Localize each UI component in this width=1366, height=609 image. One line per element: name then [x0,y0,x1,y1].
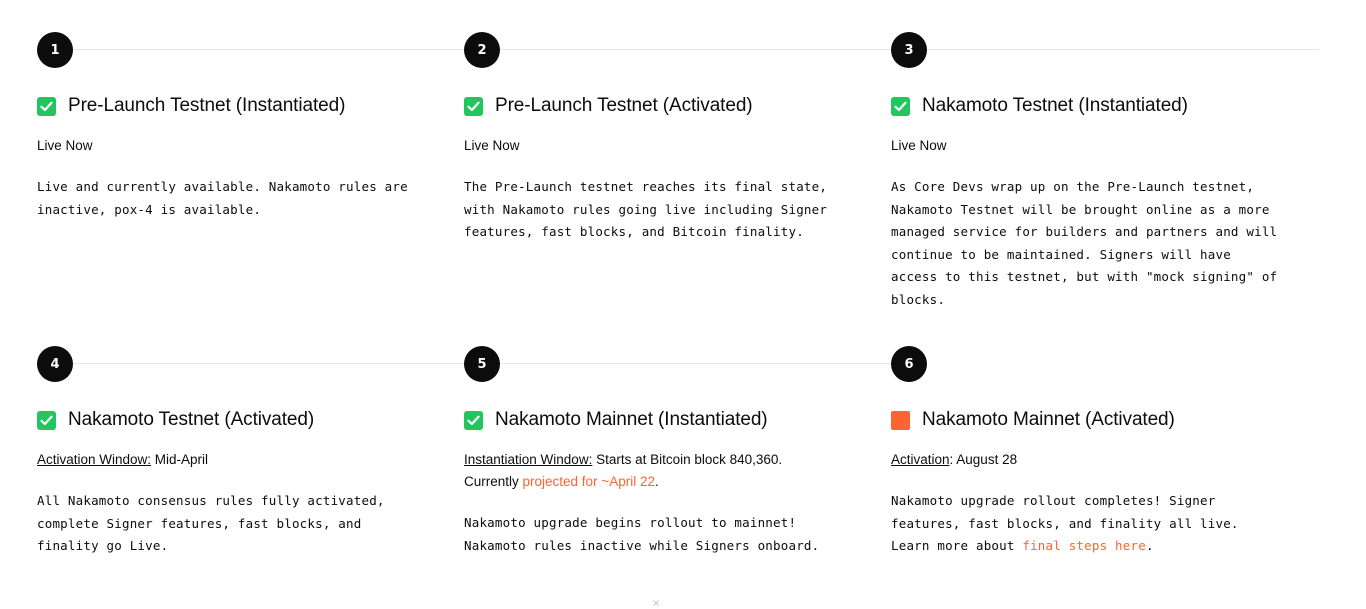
step-divider [927,363,1319,364]
window-value: Mid-April [151,452,209,467]
step-description: All Nakamoto consensus rules fully activ… [37,493,385,553]
step-number-badge: 2 [464,32,500,68]
description-text: Nakamoto upgrade rollout completes! Sign… [891,493,1239,553]
step-header: 5 [464,346,891,382]
checkmark-icon [37,410,56,430]
window-label: Activation [891,452,950,467]
status-text: Live Now [891,138,947,153]
square-icon [891,410,910,430]
step-header: 6 [891,346,1319,382]
roadmap-grid: 1 Pre-Launch Testnet (Instantiated) Live… [37,32,1319,596]
step-status: Live Now [37,135,407,157]
step-number-badge: 4 [37,346,73,382]
window-label: Activation Window: [37,452,152,467]
step-status: Live Now [891,135,1261,157]
step-title-row: Pre-Launch Testnet (Instantiated) [37,95,464,117]
status-text: Live Now [464,138,520,153]
projected-date-link[interactable]: projected for ~April 22 [522,474,655,489]
step-title-row: Nakamoto Mainnet (Activated) [891,409,1319,431]
window-value: Starts at Bitcoin block 840,360. Current… [464,452,783,489]
step-divider [500,363,891,364]
window-label: Instantiation Window: [464,452,593,467]
step-window: Activation Window: Mid-April [37,449,407,471]
checkmark-icon [891,96,910,116]
close-icon[interactable]: × [652,598,661,609]
step-header: 1 [37,32,464,68]
step-description: Nakamoto upgrade begins rollout to mainn… [464,515,820,553]
roadmap-step-6: 6 Nakamoto Mainnet (Activated) Activatio… [891,346,1319,596]
step-description: Nakamoto upgrade rollout completes! Sign… [891,490,1281,558]
step-window: Activation: August 28 [891,449,1261,471]
step-description: As Core Devs wrap up on the Pre-Launch t… [891,179,1278,307]
step-title-row: Pre-Launch Testnet (Activated) [464,95,891,117]
step-title: Nakamoto Mainnet (Activated) [922,409,1175,430]
status-text: Live Now [37,138,93,153]
step-number-badge: 1 [37,32,73,68]
step-divider [927,49,1319,50]
step-divider [73,363,464,364]
step-header: 3 [891,32,1319,68]
checkmark-icon [37,96,56,116]
step-title-row: Nakamoto Testnet (Instantiated) [891,95,1319,117]
step-number-badge: 5 [464,346,500,382]
step-title: Pre-Launch Testnet (Activated) [495,95,753,116]
roadmap-step-1: 1 Pre-Launch Testnet (Instantiated) Live… [37,32,464,346]
step-divider [73,49,464,50]
checkmark-icon [464,410,483,430]
step-window: Instantiation Window: Starts at Bitcoin … [464,449,834,493]
final-steps-link[interactable]: final steps here [1022,538,1146,553]
step-title: Nakamoto Testnet (Activated) [68,409,315,430]
step-title: Nakamoto Testnet (Instantiated) [922,95,1188,116]
step-number-badge: 6 [891,346,927,382]
step-description: Live and currently available. Nakamoto r… [37,179,408,217]
roadmap-step-4: 4 Nakamoto Testnet (Activated) Activatio… [37,346,464,596]
window-value: : August 28 [949,452,1018,467]
step-header: 4 [37,346,464,382]
roadmap-step-5: 5 Nakamoto Mainnet (Instantiated) Instan… [464,346,891,596]
step-number-badge: 3 [891,32,927,68]
step-header: 2 [464,32,891,68]
window-suffix: . [654,474,659,489]
roadmap-step-3: 3 Nakamoto Testnet (Instantiated) Live N… [891,32,1319,346]
step-status: Live Now [464,135,834,157]
step-title: Pre-Launch Testnet (Instantiated) [68,95,346,116]
roadmap-step-2: 2 Pre-Launch Testnet (Activated) Live No… [464,32,891,346]
step-description: The Pre-Launch testnet reaches its final… [464,179,828,239]
step-title: Nakamoto Mainnet (Instantiated) [495,409,768,430]
description-suffix: . [1145,538,1154,553]
step-divider [500,49,891,50]
step-title-row: Nakamoto Mainnet (Instantiated) [464,409,891,431]
step-title-row: Nakamoto Testnet (Activated) [37,409,464,431]
checkmark-icon [464,96,483,116]
